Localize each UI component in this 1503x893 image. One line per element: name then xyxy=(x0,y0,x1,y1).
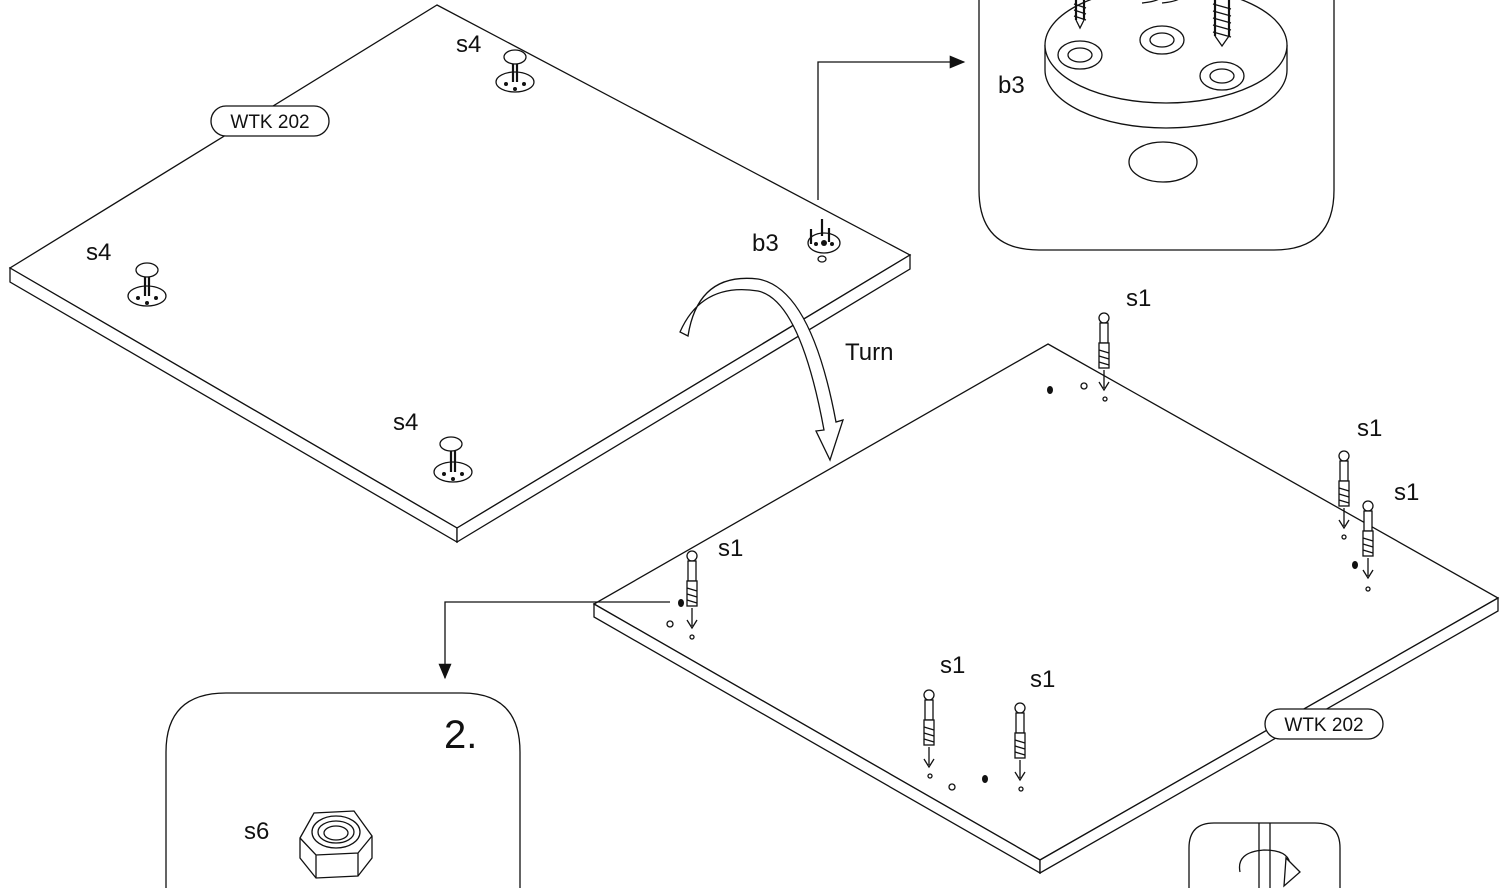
panel-tag-top: WTK 202 xyxy=(210,105,330,137)
cam-bolt-5 xyxy=(923,689,935,779)
label-s1-2: s1 xyxy=(1357,415,1382,442)
label-s4-1: s4 xyxy=(456,31,481,58)
arrow-to-b3-detail xyxy=(817,55,966,200)
hex-nut xyxy=(299,810,373,879)
label-s1-5: s1 xyxy=(940,652,965,679)
s4-foot-1 xyxy=(495,49,535,93)
label-s1-6: s1 xyxy=(1030,666,1055,693)
label-s1-4: s1 xyxy=(718,535,743,562)
svg-text:WTK 202: WTK 202 xyxy=(230,112,309,133)
svg-text:WTK 202: WTK 202 xyxy=(1284,715,1363,736)
s4-foot-3 xyxy=(433,436,473,483)
turn-arrow xyxy=(679,277,844,462)
label-s1-1: s1 xyxy=(1126,285,1151,312)
arrow-to-step-2 xyxy=(438,601,670,680)
cam-bolt-1 xyxy=(1098,312,1110,402)
panel-holes xyxy=(666,382,1358,791)
label-s1-3: s1 xyxy=(1394,479,1419,506)
b3-plate-small xyxy=(807,219,841,263)
step-2-box xyxy=(165,692,521,893)
tool-callout xyxy=(1188,822,1341,893)
cam-bolt-2 xyxy=(1338,450,1350,540)
label-s6: s6 xyxy=(244,818,269,845)
label-s4-3: s4 xyxy=(393,409,418,436)
cam-bolt-4 xyxy=(686,550,698,640)
b3-detail-box xyxy=(978,0,1335,251)
label-turn: Turn xyxy=(845,339,893,366)
cam-bolt-6 xyxy=(1014,702,1026,792)
label-b3-detail: b3 xyxy=(998,72,1025,99)
label-b3-panel: b3 xyxy=(752,230,779,257)
step-number: 2. xyxy=(444,713,477,757)
s4-foot-2 xyxy=(127,262,167,307)
label-s4-2: s4 xyxy=(86,239,111,266)
bottom-panel xyxy=(592,343,1500,875)
cam-bolt-3 xyxy=(1362,500,1374,592)
panel-tag-bottom: WTK 202 xyxy=(1264,708,1384,740)
